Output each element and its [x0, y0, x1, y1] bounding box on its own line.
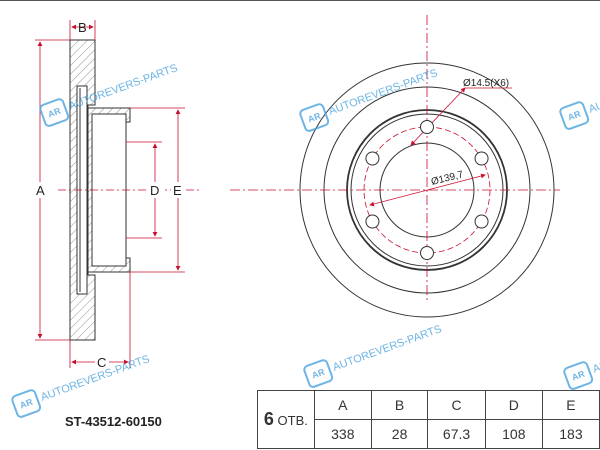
part-number: ST-43512-60150 [65, 414, 162, 429]
value-c: 67.3 [427, 419, 486, 449]
header-c: C [427, 390, 486, 420]
bolt-hole [365, 214, 380, 229]
bolt-hole [474, 214, 489, 229]
label-b: B [78, 20, 87, 35]
label-a: A [36, 183, 45, 198]
header-a: A [313, 390, 372, 420]
bolt-hole [420, 246, 434, 260]
value-e: 183 [541, 419, 600, 449]
label-c: C [97, 355, 106, 370]
bolt-hole [420, 120, 434, 134]
bolt-hole [474, 151, 489, 166]
value-a: 338 [313, 419, 372, 449]
value-b: 28 [370, 419, 429, 449]
hole-diameter-label: Ø14.5(X6) [463, 78, 509, 89]
holes-count-cell: 6 ОТВ. [257, 390, 315, 449]
header-b: B [370, 390, 429, 420]
label-e: E [173, 183, 182, 198]
value-d: 108 [484, 419, 543, 449]
dimensions-table: 6 ОТВ. A B C D E 338 28 67.3 108 183 [257, 390, 600, 449]
header-d: D [484, 390, 543, 420]
bolt-hole [365, 151, 380, 166]
header-e: E [541, 390, 600, 420]
front-dimensions [230, 15, 560, 300]
label-d: D [150, 183, 159, 198]
